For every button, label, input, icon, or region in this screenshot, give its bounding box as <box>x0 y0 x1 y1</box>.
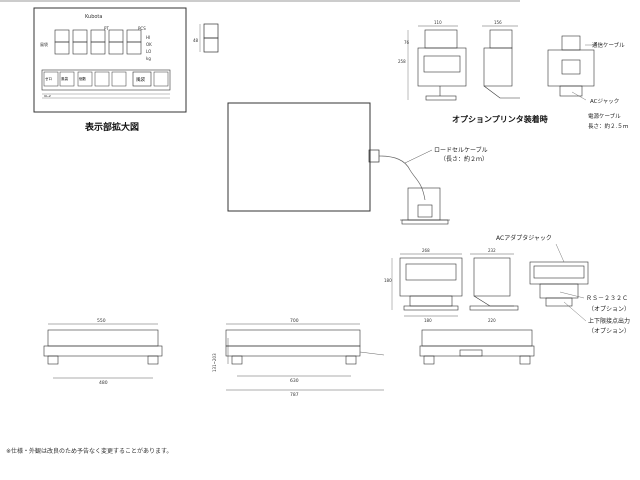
panel-key-6 <box>153 71 169 87</box>
panel-key-3-label: 個数 <box>79 76 86 81</box>
printer-front-view <box>417 25 467 101</box>
display-panel: Kubota PT PCS 風袋 HI OK LO kg ゼロ 風袋 個数 風袋… <box>33 7 187 113</box>
dim-550: 550 <box>97 318 106 324</box>
dim-258: 258 <box>398 59 406 64</box>
display-lo: LO <box>146 49 151 54</box>
display-brand: Kubota <box>85 14 102 20</box>
panel-key-1 <box>43 71 59 87</box>
panel-model: UL-2 <box>44 94 51 98</box>
indicator-rear-view <box>529 261 589 307</box>
footnote: ※仕様・外観は改良のため予告なく変更することがあります。 <box>6 448 173 455</box>
panel-tare-key-label: 風袋 <box>136 76 145 83</box>
dim-787: 787 <box>290 392 299 398</box>
scale-side-view <box>225 323 385 391</box>
loadcell-cable-label: ロードセルケーブル <box>434 146 488 154</box>
indicator-stand-mid <box>400 187 450 225</box>
limit-output-label: 上下限接点出力 <box>588 317 630 325</box>
display-ok: OK <box>146 42 152 47</box>
dim-480: 480 <box>99 380 108 386</box>
display-pt: PT <box>104 26 109 31</box>
options-title: オプションプリンタ装着時 <box>452 114 548 124</box>
indicator-side-view <box>469 253 519 311</box>
scale-rear-view <box>419 329 535 365</box>
scale-front-view <box>43 323 163 379</box>
dim-268: 268 <box>422 248 430 253</box>
dim-76: 76 <box>404 40 410 45</box>
power-cable-length: 長さ：約２.５ｍ <box>588 122 629 130</box>
dim-220: 220 <box>488 318 496 323</box>
panel-key-2-label: 風袋 <box>61 76 68 81</box>
dim-156: 156 <box>494 20 502 25</box>
panel-tare-key <box>132 71 152 87</box>
dim-700: 700 <box>290 318 299 324</box>
dim-height: 131~203 <box>212 353 217 372</box>
dim-180-width: 180 <box>424 318 432 323</box>
printer-side-view <box>482 25 520 99</box>
dim-110: 110 <box>434 20 442 25</box>
loadcell-cable-length: （長さ：約２ｍ） <box>440 155 488 163</box>
display-weigh-label: 風袋 <box>40 41 48 47</box>
platform-top-view <box>227 102 371 212</box>
display-kg: kg <box>146 56 151 61</box>
segment-enlarged <box>199 23 219 53</box>
dim-630: 630 <box>290 378 299 384</box>
display-pcs: PCS <box>138 26 146 31</box>
ac-jack-label: ACジャック <box>590 98 619 105</box>
comm-cable-label: 通信ケーブル <box>592 41 625 49</box>
power-cable-label: 電源ケーブル <box>588 112 621 120</box>
panel-key-5 <box>111 71 127 87</box>
display-panel-title: 表示部拡大図 <box>84 121 139 133</box>
panel-key-3 <box>77 71 93 87</box>
rs232c-label: ＲＳ－２３２Ｃ <box>586 295 628 302</box>
panel-key-2 <box>59 71 75 87</box>
panel-key-1-label: ゼロ <box>45 76 52 81</box>
display-hi: HI <box>146 35 150 40</box>
dim-180-height: 180 <box>384 278 392 283</box>
ac-adapter-jack-label: ACアダプタジャック <box>496 234 552 242</box>
loadcell-cable <box>378 155 426 201</box>
printer-rear-view <box>547 35 595 97</box>
rs232c-option: （オプション） <box>588 306 630 313</box>
dim-48: 48 <box>193 38 199 43</box>
seven-segment-digits <box>54 29 142 55</box>
panel-key-4 <box>94 71 110 87</box>
dim-232: 232 <box>488 248 496 253</box>
indicator-front-view <box>399 253 463 317</box>
limit-output-option: （オプション） <box>588 328 630 335</box>
